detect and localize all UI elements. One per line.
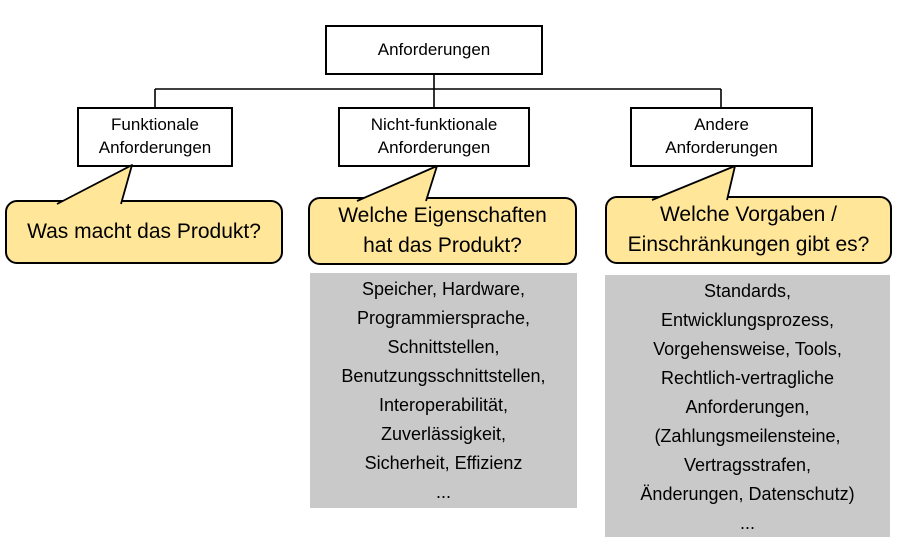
examples-andere: Standards, Entwicklungsprozess, Vorgehen… [605, 275, 890, 537]
node-andere-anforderungen: Andere Anforderungen [630, 107, 813, 167]
example-line: Vorgehensweise, Tools, [653, 339, 842, 359]
node-funktionale-anforderungen: Funktionale Anforderungen [77, 107, 233, 167]
example-line: Anforderungen, [685, 397, 810, 417]
example-line: ... [739, 513, 755, 533]
example-line: Änderungen, Datenschutz) [640, 484, 855, 504]
callout-tail-1 [56, 164, 133, 205]
node-nicht-funktionale-anforderungen: Nicht-funktionale Anforderungen [338, 107, 530, 167]
example-line: Sicherheit, Effizienz [364, 453, 523, 473]
example-line: Interoperabilität, [378, 395, 509, 415]
callout-andere-question: Welche Vorgaben / Einschränkungen gibt e… [605, 196, 892, 264]
example-line: Entwicklungsprozess, [660, 310, 835, 330]
node-anforderungen: Anforderungen [325, 25, 543, 75]
callout-nicht-funktionale-question: Welche Eigenschaften hat das Produkt? [308, 197, 577, 265]
example-line: Vertragsstrafen, [683, 455, 812, 475]
example-line: Programmiersprache, [356, 308, 531, 328]
example-line: Speicher, Hardware, [361, 279, 526, 299]
example-line: Schnittstellen, [387, 337, 500, 357]
example-line: Benutzungsschnittstellen, [341, 366, 546, 386]
callout-funktionale-question: Was macht das Produkt? [5, 200, 283, 264]
examples-nicht-funktionale: Speicher, Hardware, Programmiersprache, … [310, 273, 577, 508]
callout-tail-3 [651, 165, 736, 201]
example-line: ... [435, 482, 451, 502]
callout-tail-2 [356, 165, 438, 202]
example-line: Rechtlich-vertragliche [660, 368, 835, 388]
example-line: Standards, [703, 281, 792, 301]
example-line: (Zahlungsmeilensteine, [654, 426, 841, 446]
example-line: Zuverlässigkeit, [380, 424, 507, 444]
